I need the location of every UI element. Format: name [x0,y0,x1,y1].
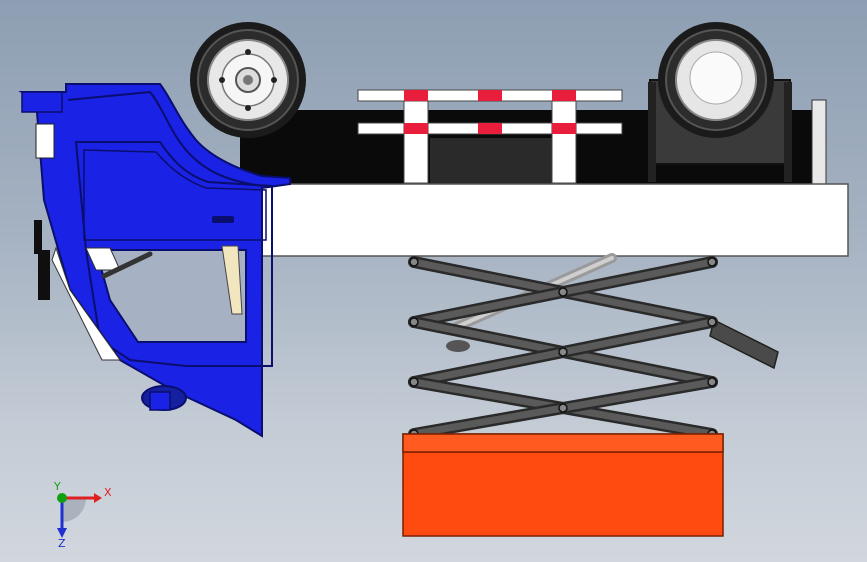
cab [18,83,291,438]
scissor-pin [707,257,717,267]
scissor-pin [558,347,568,357]
scissor-pin [558,403,568,413]
orientation-triad[interactable]: X Y Z [42,478,122,548]
y-axis-label: Y [53,480,61,493]
x-axis-label: X [104,486,112,499]
scissor-pin [558,287,568,297]
y-axis-indicator [57,493,67,503]
scissor-pin [409,377,419,387]
side-rails [357,89,623,184]
scissor-pin [707,377,717,387]
scissor-pin [707,317,717,327]
scissor-arms [408,256,718,440]
z-axis-label: Z [58,537,66,548]
scissor-pin [409,317,419,327]
lift-base [402,433,724,537]
platform-deck [261,183,849,257]
rear-wheel [658,22,774,138]
scissor-pin [409,257,419,267]
front-wheel [190,22,306,138]
